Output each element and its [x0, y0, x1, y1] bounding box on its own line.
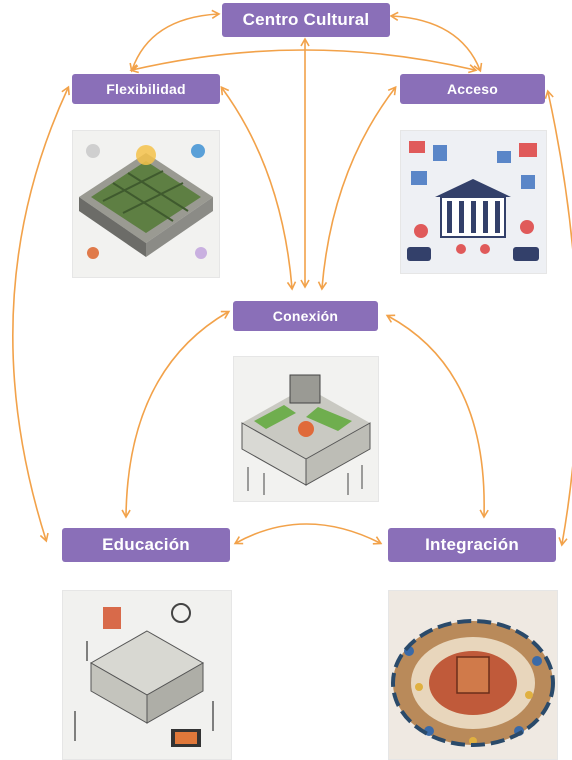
image-conexion: [233, 356, 379, 502]
arrow-flexibilidad-acceso: [129, 49, 478, 74]
arrow-acceso-conexion: [317, 85, 397, 291]
node-acceso: Acceso: [400, 74, 545, 104]
arrow-flexibilidad-educacion: [12, 85, 70, 543]
arrow-centro-acceso: [389, 11, 483, 73]
arrow-acceso-integracion: [544, 89, 572, 547]
image-integracion: [388, 590, 558, 760]
node-flexibilidad: Flexibilidad: [72, 74, 220, 104]
arrow-centro-flexibilidad: [129, 9, 221, 73]
arrow-conexion-integracion: [385, 314, 489, 519]
image-flexibilidad: [72, 130, 220, 278]
arrow-educacion-integracion: [233, 523, 383, 545]
image-acceso: [400, 130, 547, 274]
node-conexion: Conexión: [233, 301, 378, 331]
arrow-conexion-educacion: [121, 310, 231, 519]
image-educacion: [62, 590, 232, 760]
node-educacion: Educación: [62, 528, 230, 562]
node-integracion: Integración: [388, 528, 556, 562]
node-centro-cultural: Centro Cultural: [222, 3, 390, 37]
arrow-flexibilidad-conexion: [220, 85, 297, 291]
